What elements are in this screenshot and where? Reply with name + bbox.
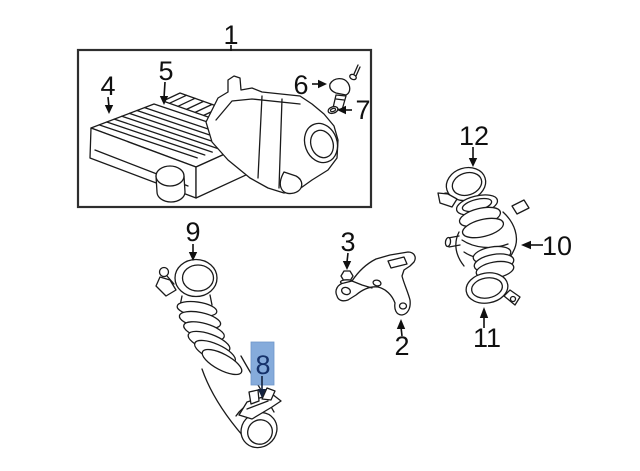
callout-7-label[interactable]: 7 (355, 95, 370, 125)
callout-3: 3 (340, 227, 356, 270)
callout-9-arrow-head (188, 252, 198, 261)
callout-7-arrow-head (337, 105, 346, 115)
clamp-8-tab-right (261, 387, 276, 401)
clamp-8-tab-left (248, 389, 260, 405)
callout-2: 2 (394, 319, 410, 361)
maf-sensor-head (329, 77, 351, 96)
callout-2-arrow-head (396, 319, 406, 329)
callout-12-label[interactable]: 12 (459, 121, 489, 151)
duct-clamp-11 (465, 272, 521, 306)
bracket-hole-left (340, 286, 352, 296)
callout-5-arrow-head (159, 96, 169, 105)
upper-case-foot (279, 171, 303, 195)
callout-8-label[interactable]: 8 (255, 350, 270, 380)
callout-11: 11 (473, 307, 501, 353)
upper-case-port-inner (309, 129, 335, 159)
callout-4-label[interactable]: 4 (100, 71, 115, 101)
clamp-9-tab (155, 276, 177, 297)
upper-case-crease-1 (257, 95, 263, 179)
callout-7: 7 (337, 95, 371, 125)
hose-clamp-8 (238, 387, 282, 420)
callout-10-label[interactable]: 10 (542, 231, 572, 261)
callout-8: 8 (250, 341, 275, 398)
upper-case-port-outer (303, 122, 339, 164)
upper-case-body (205, 75, 339, 194)
duct-clamp-12 (437, 166, 487, 208)
callout-3-label[interactable]: 3 (340, 227, 355, 257)
callout-4: 4 (100, 71, 116, 114)
duct-nipple-bottom (448, 244, 461, 248)
callout-6: 6 (293, 70, 327, 100)
clamp-12-tab (437, 192, 458, 208)
intake-hose (176, 294, 278, 449)
callout-6-label[interactable]: 6 (293, 70, 308, 100)
bracket-slot (387, 256, 408, 269)
callout-9: 9 (185, 217, 201, 261)
maf-screw (349, 64, 361, 81)
bracket-hole-right (398, 302, 408, 310)
air-cleaner-lower-case (89, 103, 260, 203)
callout-3-arrow-head (342, 261, 352, 270)
callout-11-label[interactable]: 11 (473, 323, 501, 353)
callout-11-arrow-head (479, 307, 489, 318)
upper-case-crease-2 (278, 98, 283, 189)
o-ring (327, 105, 339, 115)
callout-9-label[interactable]: 9 (185, 217, 200, 247)
callout-8-arrow-head (257, 389, 267, 398)
callout-1-label[interactable]: 1 (223, 20, 238, 50)
callout-1: 1 (223, 20, 238, 50)
callout-4-arrow-head (104, 105, 114, 114)
duct-nipple-end (444, 236, 452, 248)
callout-10: 10 (521, 231, 572, 261)
maf-sensor (329, 77, 351, 111)
callout-12: 12 (459, 121, 489, 167)
callout-2-label[interactable]: 2 (394, 331, 409, 361)
air-inlet-duct (444, 194, 530, 280)
callout-5: 5 (158, 56, 174, 105)
clamp-11-screw (509, 295, 517, 303)
maf-sensor-line (335, 98, 345, 101)
hose-clamp-9 (155, 258, 218, 298)
duct-tab (511, 199, 530, 215)
callout-5-label[interactable]: 5 (158, 56, 173, 86)
callout-5-arrow-line (163, 81, 166, 99)
callout-10-arrow-head (521, 240, 531, 250)
hose-end-inner (247, 419, 273, 445)
lower-case-outlet (155, 165, 186, 203)
clamp-11-tab (503, 289, 521, 306)
callout-6-arrow-head (318, 79, 327, 89)
air-cleaner-upper-case (205, 75, 339, 195)
bracket-hole-mid (372, 279, 382, 287)
hose-left-edge (201, 368, 244, 437)
upper-case-ridge (215, 98, 301, 121)
callout-3-arrow-line (346, 252, 349, 263)
mounting-bracket (335, 251, 416, 316)
callout-12-arrow-head (468, 158, 478, 167)
clamp-9-screw (158, 266, 170, 278)
